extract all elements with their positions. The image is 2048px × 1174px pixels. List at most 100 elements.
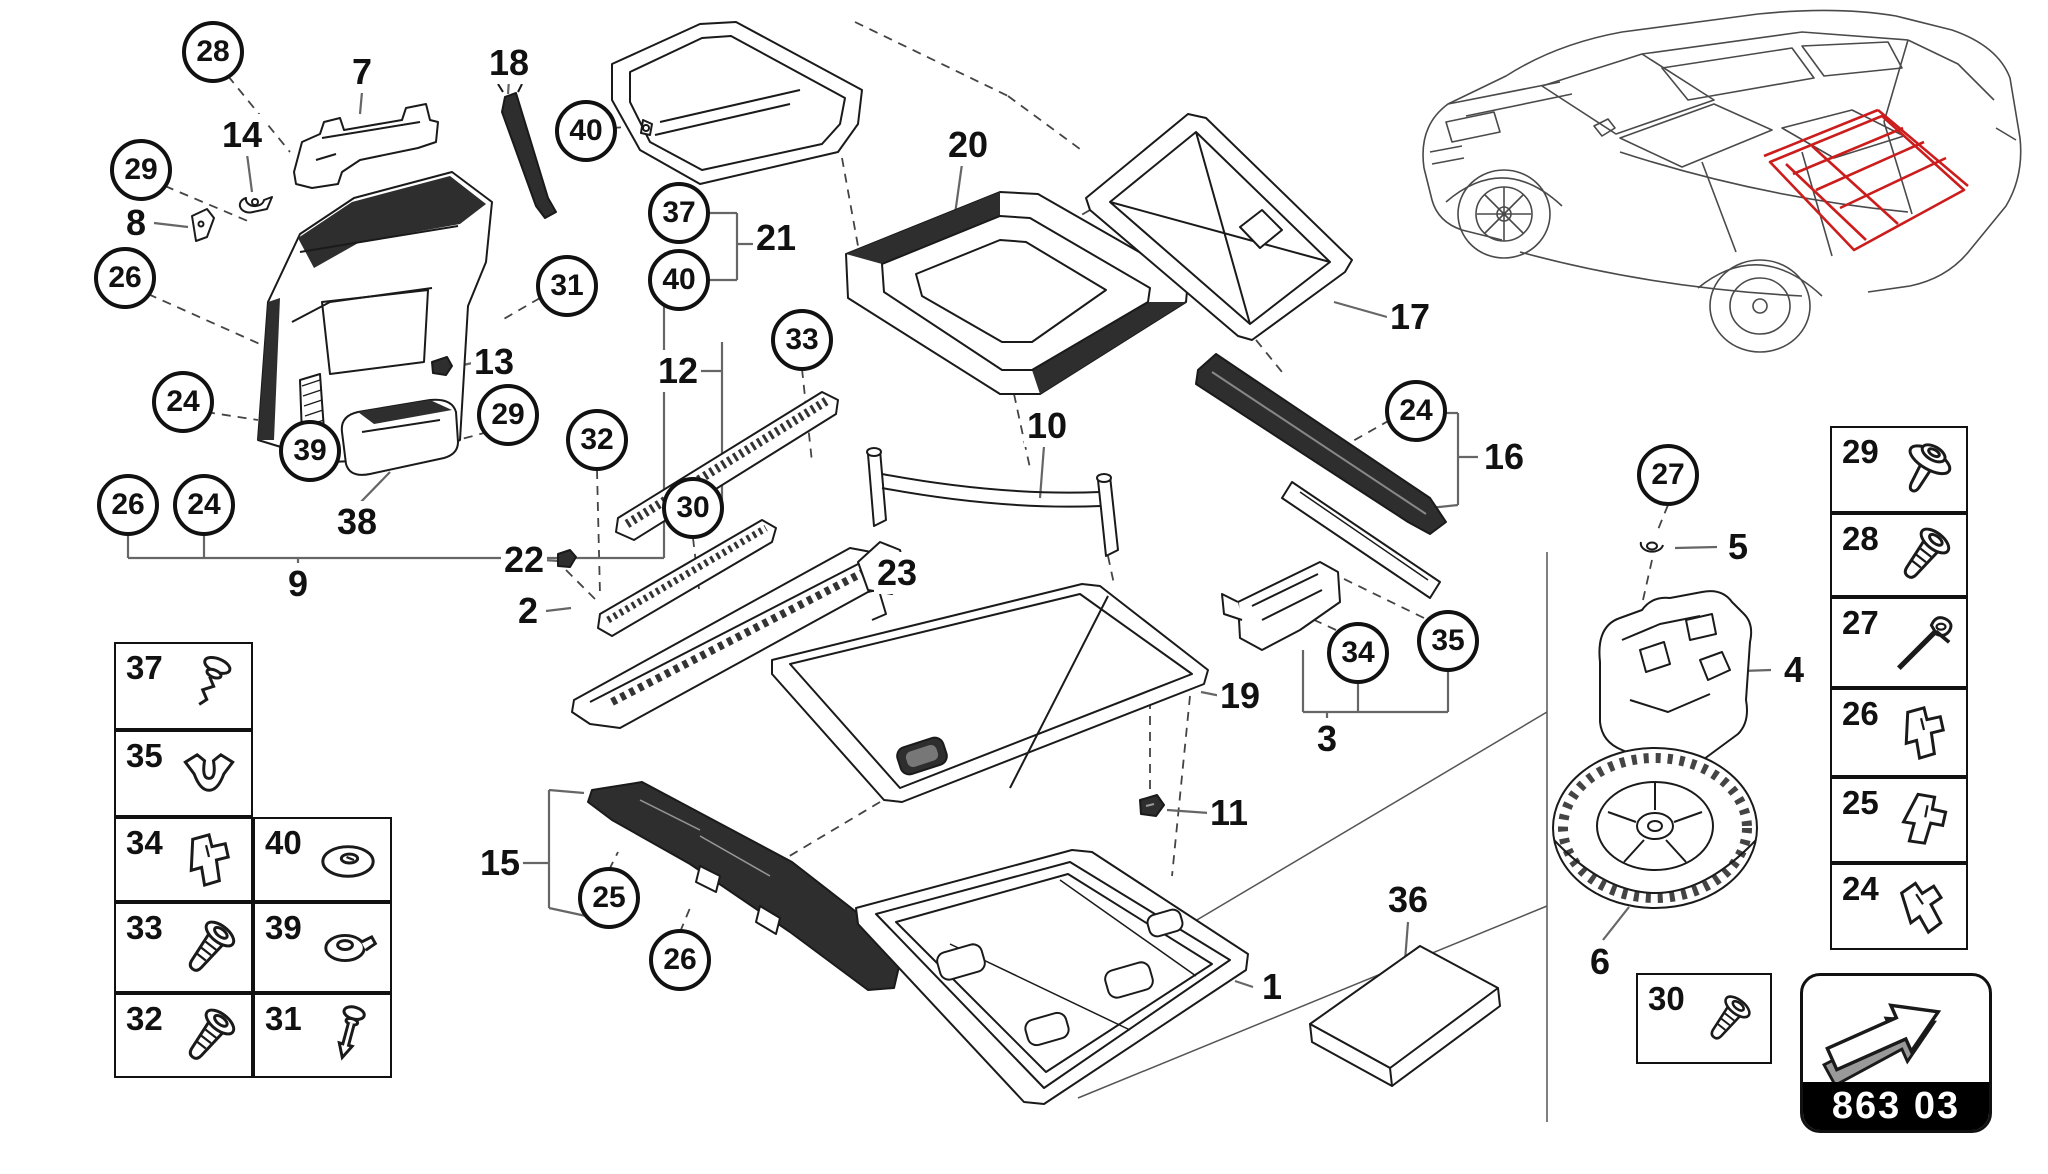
part-label-22[interactable]: 22 [500, 539, 548, 581]
group-arrow-icon [1822, 1003, 1942, 1084]
legend-number: 28 [1842, 520, 1879, 557]
clip-icon [1875, 771, 1973, 869]
part-label-8[interactable]: 8 [122, 202, 150, 244]
balloon-34[interactable]: 34 [1327, 622, 1389, 684]
part-box-36 [1309, 945, 1501, 1087]
balloon-24[interactable]: 24 [152, 371, 214, 433]
legend-number: 33 [126, 909, 163, 946]
part-label-1[interactable]: 1 [1258, 966, 1286, 1008]
part-label-9[interactable]: 9 [284, 563, 312, 605]
part-label-23[interactable]: 23 [873, 552, 921, 594]
part-label-17[interactable]: 17 [1386, 296, 1434, 338]
balloon-25[interactable]: 25 [578, 867, 640, 929]
car-overview [1422, 9, 2022, 353]
part-bracket-7 [293, 103, 439, 189]
balloon-32[interactable]: 32 [566, 409, 628, 471]
balloon-35[interactable]: 35 [1417, 610, 1479, 672]
part-clip-5 [1639, 541, 1664, 553]
part-label-18[interactable]: 18 [485, 42, 533, 84]
balloon-26[interactable]: 26 [94, 247, 156, 309]
part-rail-30 [597, 519, 777, 637]
part-label-2[interactable]: 2 [514, 590, 542, 632]
part-label-7[interactable]: 7 [348, 51, 376, 93]
legend-cell-26: 26 [1830, 688, 1968, 777]
balloon-40[interactable]: 40 [648, 249, 710, 311]
part-strip-12 [615, 391, 839, 541]
balloon-37[interactable]: 37 [648, 182, 710, 244]
balloon-29[interactable]: 29 [477, 384, 539, 446]
group-badge[interactable]: 863 03 [1800, 973, 1992, 1133]
part-label-6[interactable]: 6 [1586, 941, 1614, 983]
part-label-12[interactable]: 12 [654, 350, 702, 392]
part-label-13[interactable]: 13 [470, 341, 518, 383]
washer-icon [311, 823, 385, 897]
part-rail-16 [1195, 353, 1447, 599]
balloon-40[interactable]: 40 [555, 100, 617, 162]
part-label-14[interactable]: 14 [218, 114, 266, 156]
part-tool-foam-4 [1598, 590, 1753, 771]
part-tray-20 [845, 191, 1189, 395]
legend-cell-27: 27 [1830, 597, 1968, 688]
screw-icon [172, 999, 246, 1073]
legend-cell-25: 25 [1830, 777, 1968, 863]
balloon-27[interactable]: 27 [1637, 444, 1699, 506]
legend-number: 34 [126, 824, 163, 861]
part-label-16[interactable]: 16 [1480, 436, 1528, 478]
legend-number: 37 [126, 649, 163, 686]
legend-number: 30 [1648, 980, 1685, 1017]
part-clip-8 [191, 208, 215, 242]
balloon-24[interactable]: 24 [1385, 380, 1447, 442]
clip-icon [172, 823, 246, 897]
balloon-30[interactable]: 30 [662, 477, 724, 539]
rivet-icon [311, 999, 385, 1073]
legend-number: 25 [1842, 784, 1879, 821]
part-cargo-floor-19 [771, 583, 1209, 803]
part-label-20[interactable]: 20 [944, 124, 992, 166]
part-label-10[interactable]: 10 [1023, 405, 1071, 447]
screw-icon [172, 911, 246, 985]
legend-cell-37: 37 [114, 642, 253, 730]
grommet-icon [311, 911, 385, 985]
part-label-15[interactable]: 15 [476, 842, 524, 884]
screw-washer-icon [1887, 433, 1961, 507]
balloon-26[interactable]: 26 [97, 474, 159, 536]
legend-number: 29 [1842, 433, 1879, 470]
part-side-trim-panel [257, 171, 493, 463]
legend-cell-40: 40 [253, 817, 392, 902]
part-frame-17 [1085, 113, 1353, 341]
balloon-39[interactable]: 39 [279, 420, 341, 482]
part-label-5[interactable]: 5 [1724, 526, 1752, 568]
balloon-33[interactable]: 33 [771, 309, 833, 371]
balloon-24[interactable]: 24 [173, 474, 235, 536]
part-label-36[interactable]: 36 [1384, 879, 1432, 921]
cargo-area-highlight [1763, 108, 1969, 252]
part-clip-22 [557, 549, 577, 568]
part-label-3[interactable]: 3 [1313, 718, 1341, 760]
balloon-29[interactable]: 29 [110, 139, 172, 201]
legend-number: 31 [265, 1000, 302, 1037]
group-code: 863 03 [1803, 1082, 1989, 1130]
legend-cell-32: 32 [114, 993, 253, 1078]
legend-cell-30: 30 [1636, 973, 1772, 1064]
part-tray-38 [340, 398, 459, 476]
balloon-31[interactable]: 31 [536, 255, 598, 317]
section-lines [1077, 552, 1548, 1122]
part-label-4[interactable]: 4 [1780, 649, 1808, 691]
part-label-19[interactable]: 19 [1216, 675, 1264, 717]
part-floor-tray-1 [855, 849, 1249, 1105]
screw-icon [1696, 987, 1760, 1051]
legend-number: 27 [1842, 604, 1879, 641]
part-sill-15 [587, 781, 901, 991]
part-label-38[interactable]: 38 [333, 501, 381, 543]
clip-icon [1887, 696, 1961, 770]
part-label-21[interactable]: 21 [752, 217, 800, 259]
part-label-11[interactable]: 11 [1206, 792, 1252, 834]
balloon-28[interactable]: 28 [182, 21, 244, 83]
balloon-26[interactable]: 26 [649, 929, 711, 991]
part-spare-wheel-6 [1552, 747, 1758, 909]
legend-number: 26 [1842, 695, 1879, 732]
legend-cell-29: 29 [1830, 426, 1968, 513]
part-bracket-3 [1221, 561, 1341, 651]
